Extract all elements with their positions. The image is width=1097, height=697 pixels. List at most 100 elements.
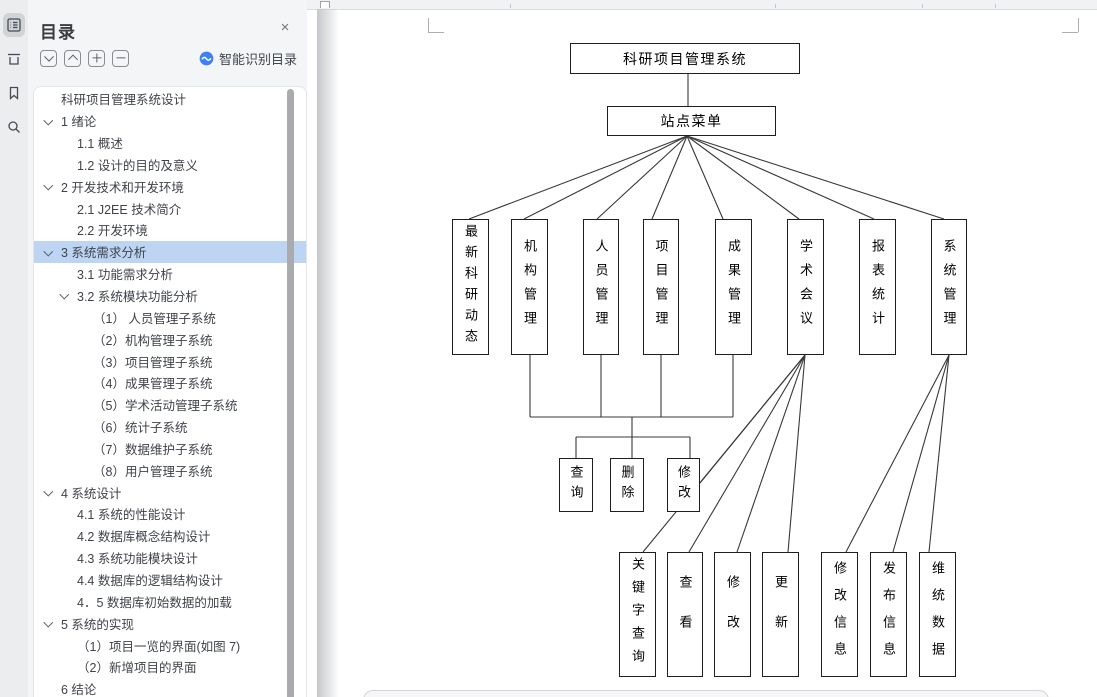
horizontal-ruler — [307, 0, 1097, 10]
toc-item-label: （3）项目管理子系统 — [93, 355, 213, 370]
chevron-placeholder — [61, 547, 77, 569]
toc-item-label: 4 系统设计 — [61, 486, 122, 501]
toc-item[interactable]: （3）项目管理子系统 — [34, 350, 306, 372]
toc-item[interactable]: 3.2 系统模块功能分析 — [34, 285, 306, 307]
diagram-connector-line — [736, 354, 806, 553]
smart-toc-label: 智能识别目录 — [218, 51, 297, 67]
left-toolbar-rail — [0, 0, 28, 697]
toc-item-label: 5 系统的实现 — [61, 617, 134, 632]
toc-item[interactable]: （7）数据维护子系统 — [34, 438, 306, 460]
toc-item-label: （2）机构管理子系统 — [93, 333, 213, 348]
toc-item-label: 2.1 J2EE 技术简介 — [77, 202, 182, 217]
toc-scrollbar[interactable] — [287, 89, 294, 697]
toc-item[interactable]: 1.1 概述 — [34, 132, 306, 154]
toc-item[interactable]: （5）学术活动管理子系统 — [34, 394, 306, 416]
search-panel-button[interactable] — [3, 115, 25, 139]
toc-item-label: （1） 人员管理子系统 — [93, 311, 216, 326]
chevron-down-icon[interactable] — [45, 241, 61, 263]
chevron-placeholder — [61, 656, 77, 678]
toc-item[interactable]: 4.1 系统的性能设计 — [34, 503, 306, 525]
toc-item-label: 2.2 开发环境 — [77, 224, 148, 239]
page-edge-shadow — [317, 9, 339, 697]
toc-item[interactable]: 3.1 功能需求分析 — [34, 263, 306, 285]
chevron-placeholder — [77, 459, 93, 481]
chevron-placeholder — [61, 132, 77, 154]
diagram-connector-line — [686, 135, 875, 220]
chevron-down-icon[interactable] — [45, 110, 61, 132]
toc-item[interactable]: 2.2 开发环境 — [34, 219, 306, 241]
toc-item-label: 4.3 系统功能模块设计 — [77, 552, 198, 567]
chevron-placeholder — [77, 328, 93, 350]
toc-item[interactable]: （1） 人员管理子系统 — [34, 306, 306, 328]
thumbnail-panel-button[interactable] — [3, 47, 25, 71]
toc-item[interactable]: 4.3 系统功能模块设计 — [34, 547, 306, 569]
toc-item-label: 3.2 系统模块功能分析 — [77, 290, 198, 305]
toc-toolbar: 智能识别目录 — [40, 49, 297, 67]
close-icon[interactable]: × — [280, 19, 290, 36]
toc-item-label: （1）项目一览的界面(如图 7) — [77, 639, 241, 654]
toc-item-label: （7）数据维护子系统 — [93, 442, 213, 457]
toc-item-label: （8）用户管理子系统 — [93, 464, 213, 479]
chevron-placeholder — [77, 438, 93, 460]
toc-item[interactable]: 1.2 设计的目的及意义 — [34, 154, 306, 176]
chevron-down-icon[interactable] — [45, 612, 61, 634]
chevron-down-icon[interactable] — [45, 481, 61, 503]
diagram-connector-line — [787, 354, 806, 553]
toc-item-label: 1.2 设计的目的及意义 — [77, 158, 198, 173]
collapse-all-button[interactable] — [112, 49, 129, 67]
expand-all-button[interactable] — [88, 49, 105, 67]
toc-sidebar: 目录 × 智能识别目录 科研项目管理系统设计 1 绪论 1.1 概述 1.2 设计的目… — [28, 0, 307, 697]
toc-item[interactable]: （1）项目一览的界面(如图 7) — [34, 634, 306, 656]
chevron-placeholder — [61, 503, 77, 525]
toc-panel: 科研项目管理系统设计 1 绪论 1.1 概述 1.2 设计的目的及意义 2 开发技术和开… — [33, 86, 307, 697]
toc-panel-button[interactable] — [3, 13, 25, 37]
diagram-connector-line — [596, 135, 688, 220]
bookmark-icon — [9, 86, 19, 100]
sidebar-title: 目录 — [40, 23, 76, 42]
chevron-down-icon[interactable] — [45, 175, 61, 197]
toc-item-label: 4.2 数据库概念结构设计 — [77, 530, 211, 545]
toc-item[interactable]: 2 开发技术和开发环境 — [34, 175, 306, 197]
toc-icon — [7, 18, 21, 32]
toc-item[interactable]: 4.2 数据库概念结构设计 — [34, 525, 306, 547]
diagram-connector-line — [468, 135, 688, 220]
diagram-connector-line — [928, 354, 950, 553]
toc-item-label: 4．5 数据库初始数据的加载 — [77, 595, 232, 610]
chevron-placeholder — [45, 88, 61, 110]
toc-item[interactable]: 科研项目管理系统设计 — [34, 88, 306, 110]
diagram-connector-line — [642, 354, 806, 553]
toc-item[interactable]: （4）成果管理子系统 — [34, 372, 306, 394]
chevron-placeholder — [61, 263, 77, 285]
collapse-up-button[interactable] — [64, 49, 81, 67]
toc-item-label: 1 绪论 — [61, 115, 97, 130]
toc-item-label: （6）统计子系统 — [93, 421, 188, 436]
toc-item[interactable]: 1 绪论 — [34, 110, 306, 132]
toc-item[interactable]: （2）机构管理子系统 — [34, 328, 306, 350]
clipboard-icon — [8, 53, 20, 65]
toc-item[interactable]: 2.1 J2EE 技术简介 — [34, 197, 306, 219]
toc-item-label: （5）学术活动管理子系统 — [93, 399, 238, 414]
expand-down-button[interactable] — [40, 49, 57, 67]
chevron-down-icon[interactable] — [61, 285, 77, 307]
smart-toc-button[interactable]: 智能识别目录 — [199, 49, 297, 68]
toc-item[interactable]: 4.4 数据库的逻辑结构设计 — [34, 569, 306, 591]
diagram-connector-line — [686, 135, 724, 220]
toc-item[interactable]: （6）统计子系统 — [34, 416, 306, 438]
chevron-placeholder — [61, 525, 77, 547]
chevron-placeholder — [77, 394, 93, 416]
toc-item-label: 4.4 数据库的逻辑结构设计 — [77, 573, 223, 588]
bookmark-panel-button[interactable] — [3, 81, 25, 105]
toc-item-label: 3.1 功能需求分析 — [77, 268, 173, 283]
toc-item[interactable]: 5 系统的实现 — [34, 612, 306, 634]
chevron-placeholder — [61, 154, 77, 176]
toc-item[interactable]: （2）新增项目的界面 — [34, 656, 306, 678]
toc-list: 科研项目管理系统设计 1 绪论 1.1 概述 1.2 设计的目的及意义 2 开发技术和开… — [34, 88, 306, 697]
toc-item-label: 科研项目管理系统设计 — [61, 93, 187, 108]
toc-item[interactable]: 4 系统设计 — [34, 481, 306, 503]
toc-item[interactable]: 6 结论 — [34, 678, 306, 697]
chevron-placeholder — [61, 197, 77, 219]
toc-item[interactable]: 3 系统需求分析 — [34, 240, 306, 263]
diagram-connector-line — [651, 135, 688, 220]
toc-item[interactable]: 4．5 数据库初始数据的加载 — [34, 590, 306, 612]
toc-item[interactable]: （8）用户管理子系统 — [34, 459, 306, 481]
